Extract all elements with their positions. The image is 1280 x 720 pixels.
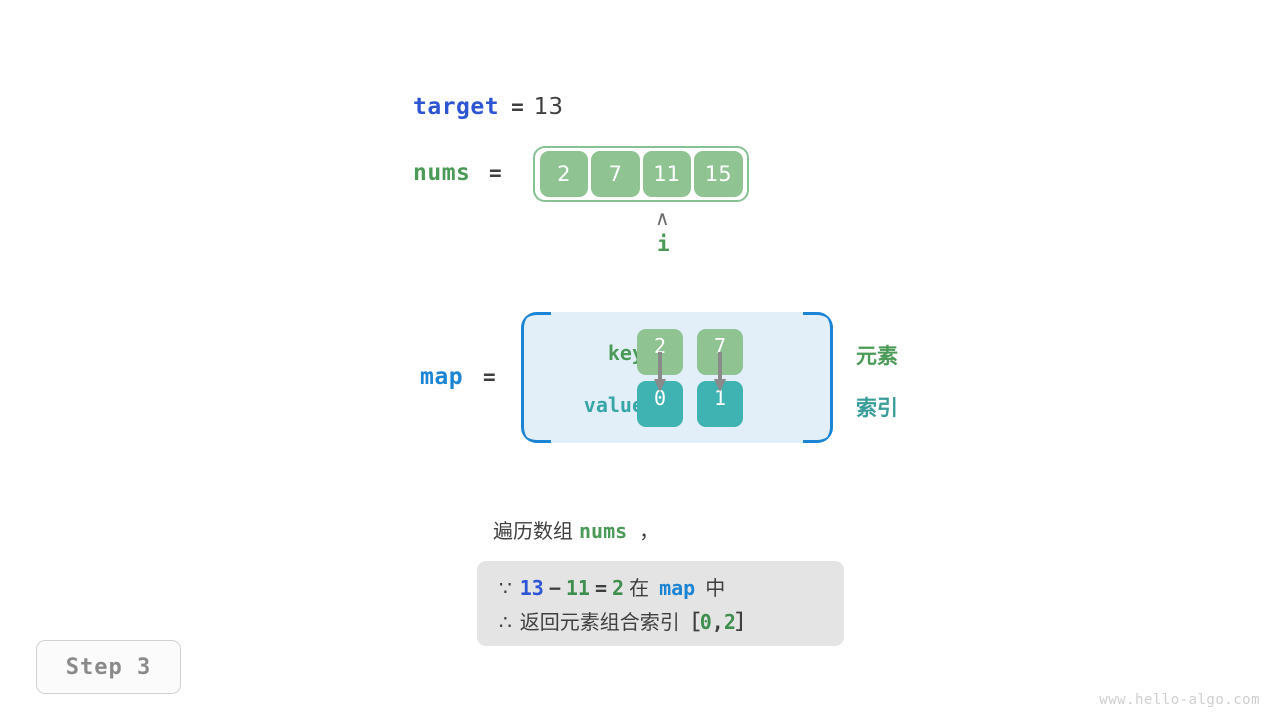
map-value-row-label: value <box>583 393 644 417</box>
nums-cell-2[interactable]: 11 <box>642 151 691 197</box>
pointer-label-i: i <box>657 232 670 256</box>
note-value-2: 2 <box>612 576 625 600</box>
note-value-11: 11 <box>565 576 590 600</box>
step-badge: Step 3 <box>36 640 181 694</box>
nums-cell-1[interactable]: 7 <box>591 151 640 197</box>
caption-prefix: 遍历数组 <box>493 519 573 543</box>
nums-label: nums <box>413 160 471 186</box>
because-symbol: ∵ <box>499 576 512 600</box>
note-line-2: ∴ 返回元素组合索引［0,2］ <box>499 605 822 639</box>
target-row: target = 13 <box>413 94 563 120</box>
target-label: target <box>413 94 500 120</box>
map-arrow-1 <box>714 352 726 392</box>
map-container: key value 2 0 7 1 <box>521 312 833 443</box>
note-value-13: 13 <box>519 576 544 600</box>
map-arrow-0 <box>654 352 666 392</box>
note-return-text: 返回元素组合索引 <box>519 610 680 634</box>
caption-suffix: ， <box>639 519 660 543</box>
note-word-in: 在 <box>629 576 650 600</box>
caption-code-nums: nums <box>579 519 628 543</box>
note-word-map: map <box>659 576 696 600</box>
map-key-row-label: key <box>607 341 644 365</box>
note-word-zhong: 中 <box>705 576 726 600</box>
target-value: 13 <box>533 94 564 120</box>
watermark: www.hello-algo.com <box>1099 692 1260 708</box>
note-index-2: 2 <box>723 610 736 634</box>
pointer-caret-icon: ∧ <box>655 206 670 230</box>
nums-cell-0[interactable]: 2 <box>539 151 588 197</box>
nums-array: 2 7 11 15 <box>533 146 749 202</box>
note-index-0: 0 <box>699 610 712 634</box>
map-label: map <box>420 364 464 390</box>
note-bracket-close: ］ <box>735 610 756 634</box>
note-equals: = <box>594 576 608 600</box>
map-equals: = <box>483 365 496 389</box>
nums-equals: = <box>489 161 502 185</box>
therefore-symbol: ∴ <box>499 610 512 634</box>
target-equals: = <box>511 95 524 119</box>
nums-cell-3[interactable]: 15 <box>694 151 743 197</box>
legend-index: 索引 <box>856 396 898 420</box>
note-bracket-open: ［ <box>679 610 700 634</box>
note-minus: − <box>548 576 561 600</box>
note-index-comma: , <box>711 610 724 634</box>
legend-element: 元素 <box>856 344 898 368</box>
